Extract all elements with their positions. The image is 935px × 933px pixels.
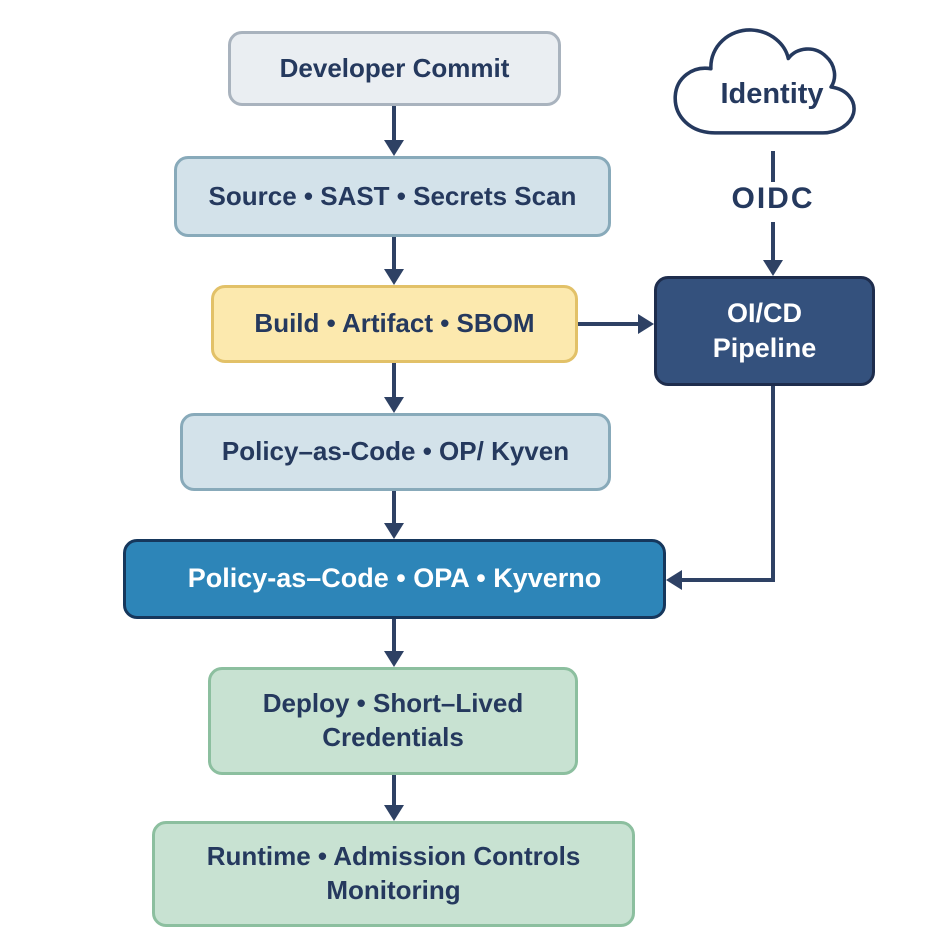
node-developer-commit: Developer Commit <box>228 31 561 106</box>
connector-policylight-to-policyblue-arrowhead <box>384 523 404 539</box>
oidc-label: OIDC <box>703 182 843 216</box>
connector-policyblue-to-deploy-stem <box>392 619 396 653</box>
connector-deploy-to-runtime-stem <box>392 775 396 807</box>
node-oicd-pipeline-label-line1: OI/CD <box>726 297 802 328</box>
connector-policylight-to-policyblue-stem <box>392 491 396 525</box>
connector-build-to-pipeline-arrowhead <box>638 314 654 334</box>
connector-cloud-to-oidc <box>771 151 775 183</box>
identity-cloud-label: Identity <box>720 78 824 110</box>
connector-source-to-build-arrowhead <box>384 269 404 285</box>
connector-oidc-to-pipeline-arrowhead <box>763 260 783 276</box>
connector-commit-to-source-arrowhead <box>384 140 404 156</box>
node-oicd-pipeline-label-line2: Pipeline <box>712 333 817 363</box>
node-oicd-pipeline: OI/CD Pipeline <box>654 276 875 386</box>
connector-build-to-policylight-arrowhead <box>384 397 404 413</box>
connector-commit-to-source-stem <box>392 106 396 142</box>
node-policy-light-label: Policy–as-Code • OP/ Kyven <box>221 436 570 467</box>
node-source-sast-secrets: Source • SAST • Secrets Scan <box>174 156 611 237</box>
node-deploy-label: Deploy • Short–Lived Credentials <box>262 688 524 752</box>
identity-cloud-shape <box>673 28 856 135</box>
node-source-label: Source • SAST • Secrets Scan <box>208 180 577 211</box>
node-policy-as-code-light: Policy–as-Code • OP/ Kyven <box>180 413 611 491</box>
node-build-artifact-sbom: Build • Artifact • SBOM <box>211 285 578 363</box>
node-runtime-label: Runtime • Admission Controls Monitoring <box>206 841 581 905</box>
connector-oidc-to-pipeline-stem <box>771 222 775 262</box>
connector-pipeline-to-policyblue-horizontal <box>680 578 775 582</box>
connector-build-to-pipeline-stem <box>578 322 640 326</box>
connector-deploy-to-runtime-arrowhead <box>384 805 404 821</box>
node-build-label: Build • Artifact • SBOM <box>254 308 535 339</box>
node-runtime-admission: Runtime • Admission Controls Monitoring <box>152 821 635 927</box>
connector-policyblue-to-deploy-arrowhead <box>384 651 404 667</box>
connector-build-to-policylight-stem <box>392 363 396 399</box>
connector-pipeline-to-policyblue-arrowhead <box>666 570 682 590</box>
connector-pipeline-to-policyblue-vertical <box>771 386 775 582</box>
node-deploy-credentials: Deploy • Short–Lived Credentials <box>208 667 578 775</box>
node-policy-blue-label: Policy-as–Code • OPA • Kyverno <box>187 563 602 594</box>
node-policy-as-code-blue: Policy-as–Code • OPA • Kyverno <box>123 539 666 619</box>
connector-source-to-build-stem <box>392 237 396 271</box>
node-developer-commit-label: Developer Commit <box>279 52 510 83</box>
